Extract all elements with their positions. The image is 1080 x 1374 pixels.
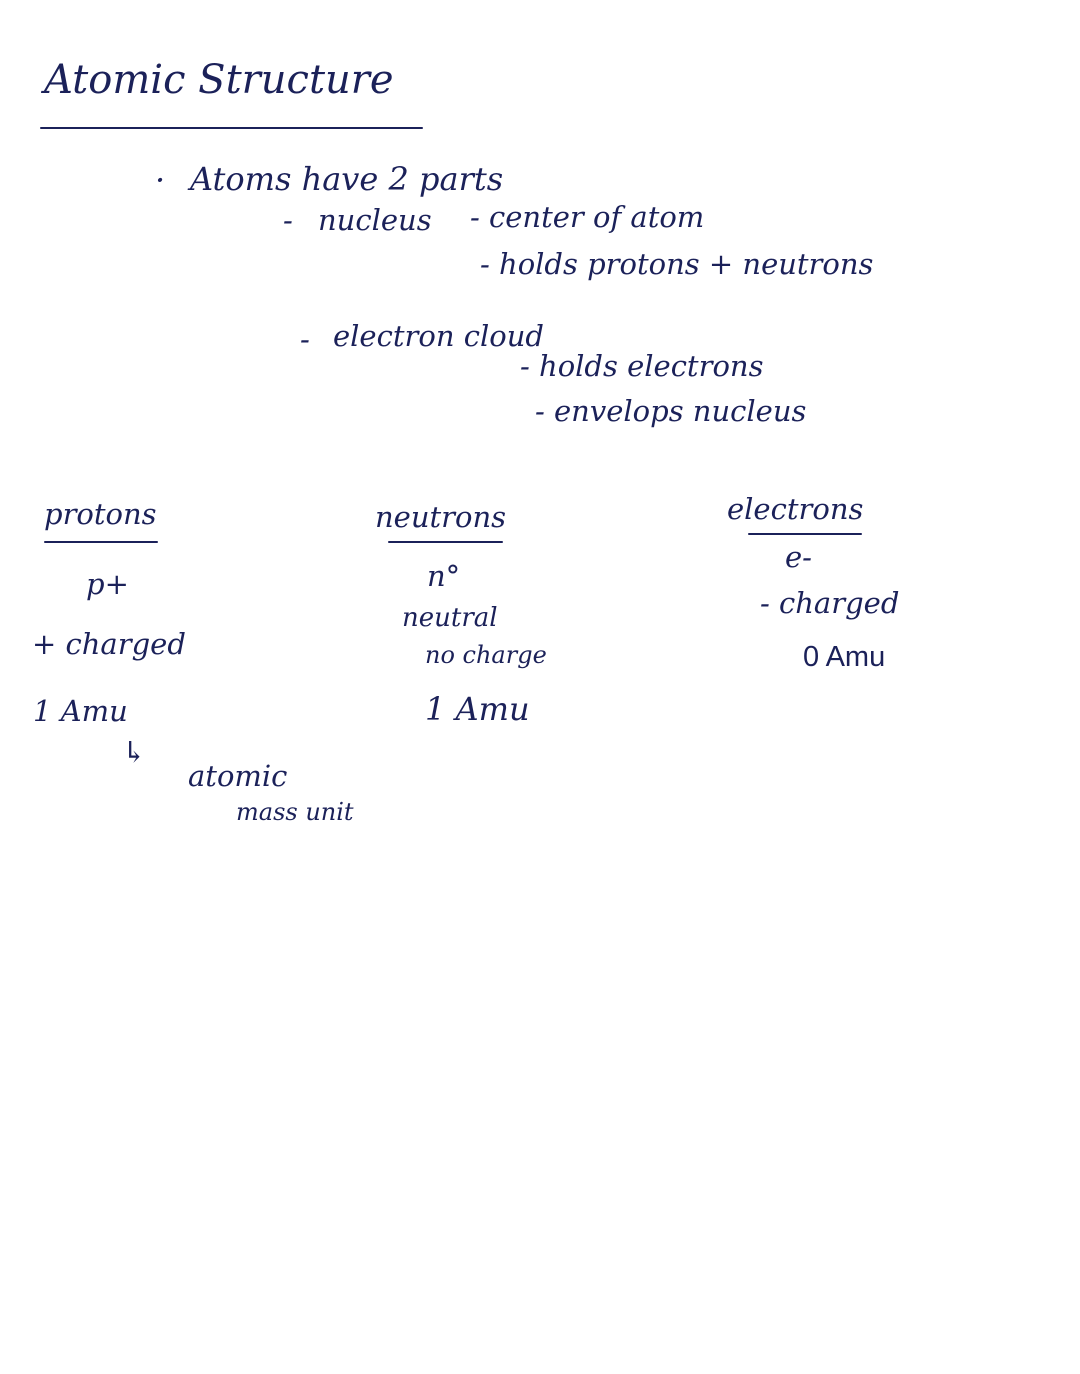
electron-cloud-label: electron cloud [333, 319, 544, 353]
neutron-charge-note: no charge [425, 641, 547, 669]
electron-charge: - charged [760, 586, 900, 620]
protons-underline [44, 541, 158, 543]
nucleus-detail-2: - holds protons + neutrons [480, 247, 874, 281]
electrons-heading: electrons [727, 492, 864, 526]
proton-symbol: p+ [86, 567, 129, 601]
nucleus-label: nucleus [318, 203, 432, 237]
bullet-dot: · [155, 161, 166, 199]
arrow-icon: ↳ [122, 735, 147, 769]
electrons-underline [748, 533, 862, 535]
electron-symbol: e- [785, 540, 812, 574]
proton-mass: 1 Amu [33, 694, 128, 728]
neutron-symbol: n° [427, 559, 461, 593]
neutrons-underline [388, 541, 503, 543]
nucleus-detail-1: - center of atom [470, 200, 705, 234]
electron-cloud-detail-1: - holds electrons [520, 349, 764, 383]
proton-charge: + charged [32, 627, 186, 661]
neutrons-heading: neutrons [375, 500, 507, 534]
amu-note-line-1: atomic [188, 759, 288, 793]
neutron-mass: 1 Amu [425, 690, 530, 728]
nucleus-dash: - [283, 203, 293, 237]
neutron-charge: neutral [402, 603, 498, 633]
electron-cloud-dash: - [300, 322, 310, 356]
page-title: Atomic Structure [44, 57, 394, 103]
electron-mass: 0 Amu [803, 641, 886, 673]
protons-heading: protons [44, 497, 157, 531]
amu-note-line-2: mass unit [236, 798, 354, 826]
title-underline [40, 127, 423, 129]
electron-cloud-detail-2: - envelops nucleus [535, 394, 807, 428]
intro-line: Atoms have 2 parts [190, 160, 504, 198]
